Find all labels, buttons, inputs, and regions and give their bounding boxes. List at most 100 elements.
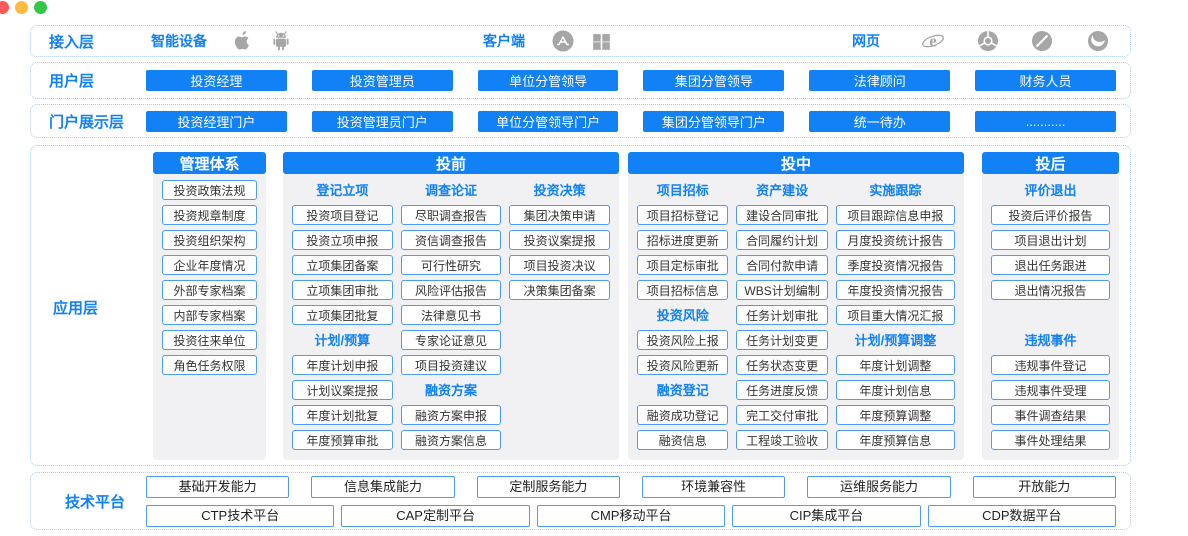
app-cell: 年度预算调整 <box>832 402 959 427</box>
user-role-button[interactable]: 投资管理员 <box>311 70 453 91</box>
user-role-button[interactable]: 投资经理 <box>146 70 287 91</box>
app-item-button[interactable]: 决策集团备案 <box>509 279 611 300</box>
app-item-button[interactable]: 完工交付审批 <box>736 404 828 425</box>
app-item-button[interactable]: 年度预算审批 <box>292 429 393 450</box>
app-item-button[interactable]: 退出情况报告 <box>991 279 1110 300</box>
app-item-button[interactable]: 可行性研究 <box>400 254 502 275</box>
tech-platform-button[interactable]: CAP定制平台 <box>341 504 530 527</box>
app-item-button[interactable]: 投资往来单位 <box>162 329 257 350</box>
app-item-button[interactable]: 投资政策法规 <box>162 179 257 200</box>
app-item-button[interactable]: 投资立项申报 <box>292 229 393 250</box>
tech-capability-button[interactable]: 定制服务能力 <box>476 475 620 498</box>
app-item-button[interactable]: 月度投资统计报告 <box>835 229 955 250</box>
app-item-button[interactable]: 招标进度更新 <box>637 229 729 250</box>
app-item-button[interactable]: 事件处理结果 <box>991 429 1110 450</box>
app-item-button[interactable]: 项目退出计划 <box>991 229 1110 250</box>
app-item-button[interactable]: 投资规章制度 <box>162 204 257 225</box>
app-item-button[interactable]: 违规事件登记 <box>991 354 1110 375</box>
app-item-button[interactable]: 合同履约计划 <box>736 229 828 250</box>
app-item-button[interactable]: 资信调查报告 <box>400 229 502 250</box>
app-item-button[interactable]: 项目投资决议 <box>509 254 611 275</box>
maximize-window-button[interactable] <box>34 1 47 14</box>
close-window-button[interactable] <box>0 1 9 14</box>
portal-button[interactable]: 集团分管领导门户 <box>643 110 785 132</box>
app-item-button[interactable]: 专家论证意见 <box>400 329 502 350</box>
app-item-button[interactable]: 角色任务权限 <box>162 354 257 375</box>
tech-capability-button[interactable]: 基础开发能力 <box>146 475 290 498</box>
minimize-window-button[interactable] <box>15 1 28 14</box>
app-item-button[interactable]: 企业年度情况 <box>162 254 257 275</box>
app-item-button[interactable]: 项目跟踪信息申报 <box>835 204 955 225</box>
portal-button[interactable]: 投资经理门户 <box>146 110 287 132</box>
app-item-button[interactable]: 外部专家档案 <box>162 279 257 300</box>
app-item-button[interactable]: 风险评估报告 <box>400 279 502 300</box>
app-item-button[interactable]: 任务计划审批 <box>736 304 828 325</box>
app-item-button[interactable]: 年度计划批复 <box>292 404 393 425</box>
app-item-button[interactable]: 内部专家档案 <box>162 304 257 325</box>
app-item-button[interactable]: 季度投资情况报告 <box>835 254 955 275</box>
app-item-button[interactable]: 项目投资建议 <box>400 354 502 375</box>
app-item-button[interactable]: 投资议案提报 <box>509 229 611 250</box>
app-item-button[interactable]: 退出任务跟进 <box>991 254 1110 275</box>
app-item-button[interactable]: 项目重大情况汇报 <box>835 304 955 325</box>
portal-button[interactable]: 投资管理员门户 <box>311 110 453 132</box>
user-role-button[interactable]: 集团分管领导 <box>643 70 785 91</box>
tech-platform-button[interactable]: CDP数据平台 <box>927 504 1117 527</box>
user-role-button[interactable]: 法律顾问 <box>809 70 951 91</box>
tech-capability-button[interactable]: 信息集成能力 <box>311 475 455 498</box>
app-item-button[interactable]: 事件调查结果 <box>991 404 1110 425</box>
app-item-button[interactable]: 项目定标审批 <box>637 254 729 275</box>
app-item-button[interactable]: 年度投资情况报告 <box>835 279 955 300</box>
app-item-button[interactable]: 违规事件受理 <box>991 379 1110 400</box>
app-item-button[interactable]: 项目招标登记 <box>637 204 729 225</box>
portal-button[interactable]: 统一待办 <box>809 110 951 132</box>
app-subgroup-label: 投资决策 <box>533 183 586 198</box>
app-item-button[interactable]: 立项集团批复 <box>292 304 393 325</box>
app-item-button[interactable]: 融资信息 <box>637 429 729 450</box>
tech-capability-button[interactable]: 环境兼容性 <box>641 475 786 498</box>
app-item-button[interactable]: 项目招标信息 <box>637 279 729 300</box>
app-cell: 投资后评价报告 <box>987 202 1114 227</box>
app-item-button[interactable]: 集团决策申请 <box>509 204 611 225</box>
portal-button[interactable]: 单位分管领导门户 <box>477 110 619 132</box>
windows-icon <box>591 31 612 52</box>
app-item-button[interactable]: 任务计划变更 <box>736 329 828 350</box>
app-item-button[interactable]: 投资风险上报 <box>637 329 729 350</box>
tech-capability-button[interactable]: 开放能力 <box>972 475 1116 498</box>
tech-platform-button[interactable]: CTP技术平台 <box>146 504 335 527</box>
app-item-button[interactable]: 年度计划调整 <box>835 354 955 375</box>
app-item-button[interactable]: 投资风险更新 <box>637 354 729 375</box>
portal-button[interactable]: ........... <box>975 110 1116 132</box>
app-item-button[interactable]: 建设合同审批 <box>736 204 828 225</box>
app-item-button[interactable]: 年度预算信息 <box>835 429 955 450</box>
app-item-button[interactable]: 年度计划信息 <box>835 379 955 400</box>
tech-capability-button[interactable]: 运维服务能力 <box>807 475 951 498</box>
app-item-button[interactable]: 任务进度反馈 <box>736 379 828 400</box>
app-item-button[interactable]: 立项集团审批 <box>292 279 393 300</box>
app-item-button[interactable]: 投资组织架构 <box>162 229 257 250</box>
app-item-button[interactable]: 合同付款申请 <box>736 254 828 275</box>
app-item-button[interactable]: 年度预算调整 <box>835 404 955 425</box>
tech-platform-button[interactable]: CMP移动平台 <box>536 504 726 527</box>
app-item-button[interactable]: 融资方案信息 <box>400 429 502 450</box>
app-item-button[interactable]: 投资后评价报告 <box>991 204 1110 225</box>
user-role-button[interactable]: 财务人员 <box>975 70 1116 91</box>
tech-platform-list: CTP技术平台 CAP定制平台 CMP移动平台 CIP集成平台 CDP数据平台 <box>146 504 1117 527</box>
app-item-button[interactable]: 融资成功登记 <box>637 404 729 425</box>
app-cell: 投资风险更新 <box>633 352 732 377</box>
app-item-button[interactable]: 计划议案提报 <box>292 379 393 400</box>
app-item-button[interactable]: 年度计划申报 <box>292 354 393 375</box>
app-item-button[interactable]: 任务状态变更 <box>736 354 828 375</box>
app-item-button[interactable]: WBS计划编制 <box>736 279 828 300</box>
app-cell: 项目招标信息 <box>633 277 732 302</box>
app-item-button[interactable]: 融资方案申报 <box>400 404 502 425</box>
app-item-button[interactable]: 投资项目登记 <box>292 204 393 225</box>
app-item-button[interactable]: 工程竣工验收 <box>736 429 828 450</box>
app-item-button[interactable]: 立项集团备案 <box>292 254 393 275</box>
user-role-button[interactable]: 单位分管领导 <box>477 70 619 91</box>
app-item-button[interactable]: 法律意见书 <box>400 304 502 325</box>
app-item-button[interactable]: 尽职调查报告 <box>400 204 502 225</box>
tech-platform-button[interactable]: CIP集成平台 <box>732 504 921 527</box>
app-cell: 工程竣工验收 <box>732 427 831 452</box>
